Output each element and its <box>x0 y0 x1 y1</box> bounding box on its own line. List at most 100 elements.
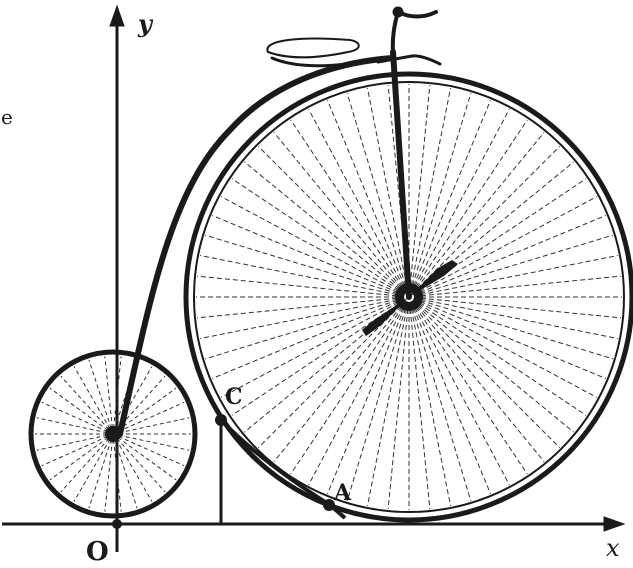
x-axis-label: x <box>606 534 620 562</box>
spoke <box>417 146 560 289</box>
spoke <box>327 100 405 287</box>
spoke <box>196 297 398 319</box>
spoke <box>49 387 109 431</box>
spoke <box>417 304 574 433</box>
backbone <box>117 55 395 437</box>
spoke <box>88 359 112 429</box>
spoke <box>88 439 112 509</box>
spoke <box>115 366 153 430</box>
spoke <box>73 438 111 502</box>
spoke <box>60 375 110 430</box>
spoke <box>415 119 528 288</box>
spoke <box>419 196 598 292</box>
spoke <box>415 306 528 475</box>
y-axis-label: y <box>137 9 154 38</box>
spoke <box>366 87 408 286</box>
spoke <box>420 298 619 340</box>
handlebar-grip <box>376 54 442 66</box>
spoke <box>220 196 399 292</box>
handlebar <box>390 10 438 54</box>
spoke <box>231 303 400 416</box>
spoke <box>419 302 598 398</box>
spoke <box>412 308 472 501</box>
spoke <box>409 308 431 510</box>
spoke <box>118 401 185 433</box>
spoke <box>420 300 613 360</box>
crank-upper <box>409 260 458 297</box>
spoke <box>220 302 399 398</box>
handlebar-knob <box>392 6 404 18</box>
spoke <box>116 375 166 430</box>
spoke <box>258 305 401 448</box>
spoke <box>420 234 613 294</box>
point-c-dot <box>215 414 227 426</box>
spoke <box>113 439 122 512</box>
spoke <box>104 356 113 429</box>
origin-label: O <box>86 537 109 567</box>
spoke <box>416 132 545 289</box>
spoke <box>196 275 398 297</box>
spoke <box>418 303 587 416</box>
spoke <box>413 307 491 494</box>
small-wheel-rim <box>28 349 198 519</box>
spoke <box>420 254 619 296</box>
spoke <box>414 108 510 287</box>
spoke <box>308 108 404 287</box>
spoke <box>41 435 108 467</box>
spoke <box>416 305 545 462</box>
edge-mark-label: e <box>1 105 13 129</box>
spoke <box>41 401 108 433</box>
small-wheel-spokes <box>35 356 191 512</box>
spoke <box>412 93 472 286</box>
construction <box>112 414 347 529</box>
spoke <box>104 439 113 512</box>
spoke <box>410 87 452 286</box>
spoke <box>118 417 190 434</box>
saddle-spring <box>270 56 380 68</box>
fork <box>390 49 412 300</box>
spoke <box>290 119 403 288</box>
spoke <box>273 132 402 289</box>
large-wheel-spokes <box>196 84 622 510</box>
large-wheel <box>183 71 633 523</box>
spoke <box>116 438 166 493</box>
spoke <box>387 308 409 510</box>
y-axis-arrow <box>109 4 125 27</box>
spoke <box>199 298 398 340</box>
spoke <box>115 438 153 502</box>
spoke <box>417 305 560 448</box>
spoke <box>117 387 177 431</box>
spoke <box>118 435 185 467</box>
spoke <box>346 308 406 501</box>
spoke <box>327 307 405 494</box>
spoke <box>258 146 401 289</box>
spoke <box>49 437 109 481</box>
spoke <box>117 437 177 481</box>
large-wheel-rim-outer <box>183 71 633 523</box>
spoke <box>410 308 452 507</box>
small-wheel <box>28 349 198 519</box>
spoke <box>419 301 606 379</box>
spoke <box>290 306 403 475</box>
spoke <box>273 305 402 462</box>
x-axis-arrow <box>603 516 626 532</box>
spoke <box>231 178 400 291</box>
origin-dot <box>112 519 122 529</box>
large-wheel-rim-inner <box>193 81 625 513</box>
spoke <box>414 307 510 486</box>
spoke <box>420 275 622 297</box>
point-a-dot <box>323 499 335 511</box>
spoke <box>205 234 398 294</box>
spoke <box>244 161 401 290</box>
spoke <box>36 434 108 451</box>
spoke <box>73 366 111 430</box>
spoke <box>60 438 110 493</box>
spoke <box>118 434 190 451</box>
saddle <box>266 37 360 59</box>
spoke <box>308 307 404 486</box>
spoke <box>419 215 606 293</box>
spoke <box>346 93 406 286</box>
small-wheel-hub <box>105 426 121 442</box>
point-c-label: C <box>225 384 243 410</box>
